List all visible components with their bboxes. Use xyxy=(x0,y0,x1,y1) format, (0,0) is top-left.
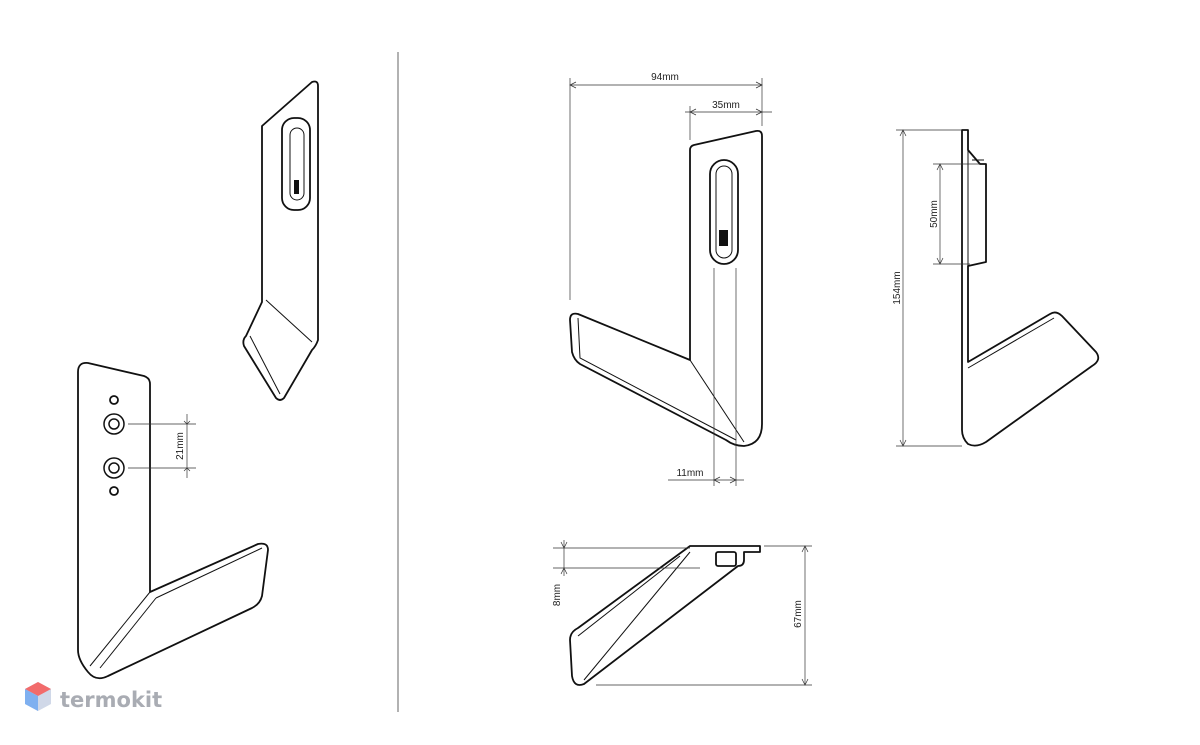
dim-plate-thickness: 8mm xyxy=(552,584,563,606)
dim-height-total: 154mm xyxy=(892,271,903,304)
screw-hole-small-top xyxy=(109,395,119,405)
perspective-hook-holes xyxy=(77,362,269,680)
front-view-hook xyxy=(569,129,763,447)
dim-slot-length: 50mm xyxy=(929,200,940,228)
dim-width-total: 94mm xyxy=(651,72,679,83)
screw-hole-small-bottom xyxy=(109,486,119,496)
brand-name: termokit xyxy=(60,688,162,712)
perspective-hook-top xyxy=(242,80,319,401)
dim-slot-width: 11mm xyxy=(676,468,703,479)
side-view-hook xyxy=(961,129,1100,447)
brand-logo: termokit xyxy=(25,682,162,712)
dim-hook-width: 35mm xyxy=(712,100,740,111)
dim-hole-spacing: 21mm xyxy=(175,432,186,460)
top-view-hook xyxy=(569,545,761,686)
dim-depth: 67mm xyxy=(793,600,804,628)
